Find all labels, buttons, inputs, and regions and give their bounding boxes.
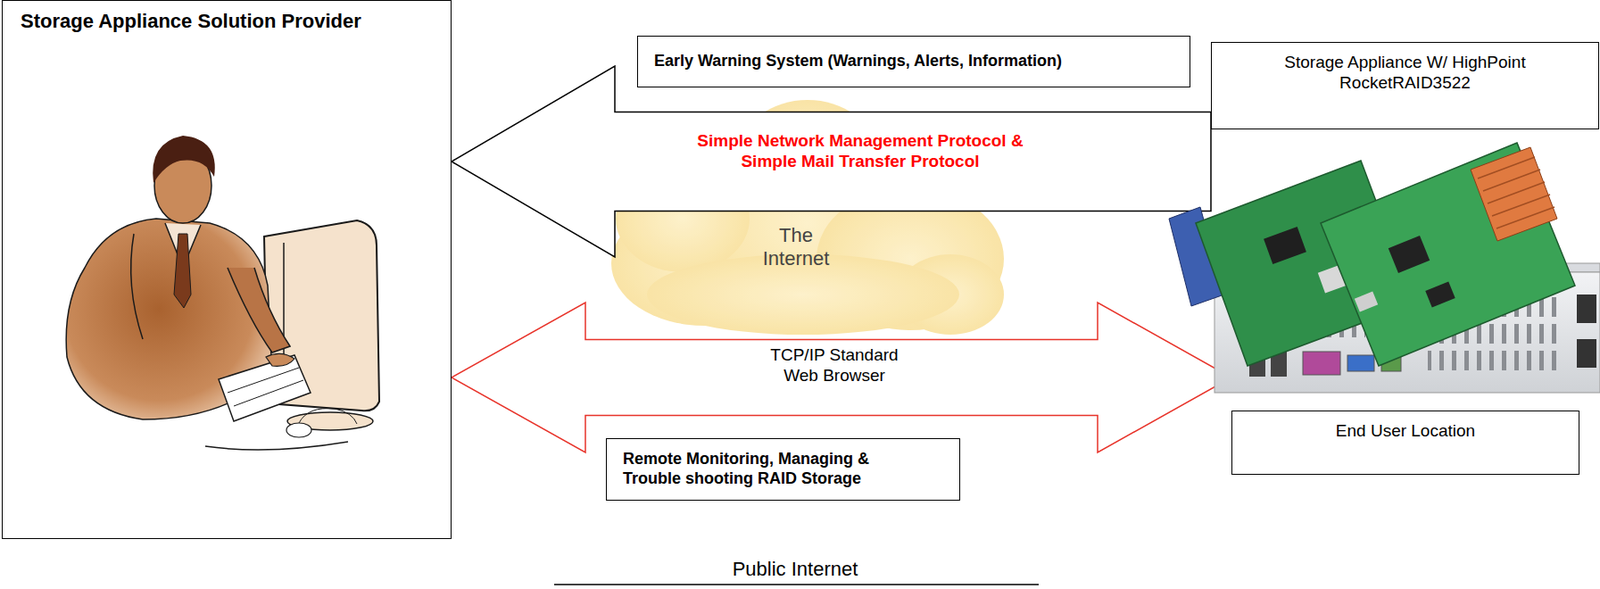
server-chassis-part bbox=[1302, 351, 1341, 375]
raid-card-part bbox=[1320, 142, 1576, 366]
appliance-box: Storage Appliance W/ HighPoint RocketRAI… bbox=[1210, 41, 1600, 130]
protocol-label: Simple Network Management Protocol & Sim… bbox=[668, 131, 1053, 173]
raid-card-part bbox=[1470, 147, 1558, 241]
box-heading: Early Warning System (Warnings, Alerts, … bbox=[654, 51, 1174, 72]
box-heading: Remote Monitoring, Managing & Trouble sh… bbox=[622, 449, 918, 490]
alert-box: Early Warning System (Warnings, Alerts, … bbox=[637, 35, 1191, 88]
monitoring-box: Remote Monitoring, Managing & Trouble sh… bbox=[605, 438, 961, 501]
server-chassis-part bbox=[1576, 339, 1597, 368]
person-at-computer-part bbox=[152, 135, 216, 183]
block-arrow bbox=[451, 302, 1232, 453]
raid-card bbox=[1168, 142, 1576, 366]
raid-card-part bbox=[1388, 235, 1430, 274]
server-chassis-part bbox=[1576, 294, 1597, 324]
block-arrow bbox=[451, 66, 1211, 257]
person-at-computer-part bbox=[205, 441, 349, 450]
raid-card-part bbox=[1354, 290, 1378, 312]
person-at-computer bbox=[66, 135, 380, 450]
person-at-computer-part bbox=[265, 353, 295, 366]
person-at-computer-part bbox=[298, 408, 357, 424]
footer-label: Public Internet bbox=[661, 557, 929, 581]
raid-card-part bbox=[1477, 157, 1555, 229]
server-chassis-part bbox=[1347, 355, 1375, 372]
person-at-computer-part bbox=[174, 233, 191, 308]
box-heading: End User Location bbox=[1244, 420, 1567, 441]
box-heading: Storage Appliance W/ HighPoint RocketRAI… bbox=[1267, 51, 1544, 93]
person-at-computer-part bbox=[286, 422, 312, 438]
person-at-computer-part bbox=[227, 367, 304, 407]
person-at-computer-part bbox=[218, 355, 311, 422]
protocol-label: TCP/IP Standard Web Browser bbox=[758, 345, 911, 387]
location-box: End User Location bbox=[1231, 410, 1580, 475]
person-at-computer-part bbox=[227, 267, 291, 353]
cloud-label: The Internet bbox=[746, 223, 846, 272]
person-at-computer-part bbox=[131, 233, 143, 340]
underline-rule bbox=[554, 583, 1039, 586]
box-heading: Storage Appliance Solution Provider bbox=[20, 9, 432, 34]
raid-card-part bbox=[1425, 281, 1455, 307]
raid-card-part bbox=[1263, 226, 1307, 265]
provider-box: Storage Appliance Solution Provider bbox=[1, 0, 452, 539]
